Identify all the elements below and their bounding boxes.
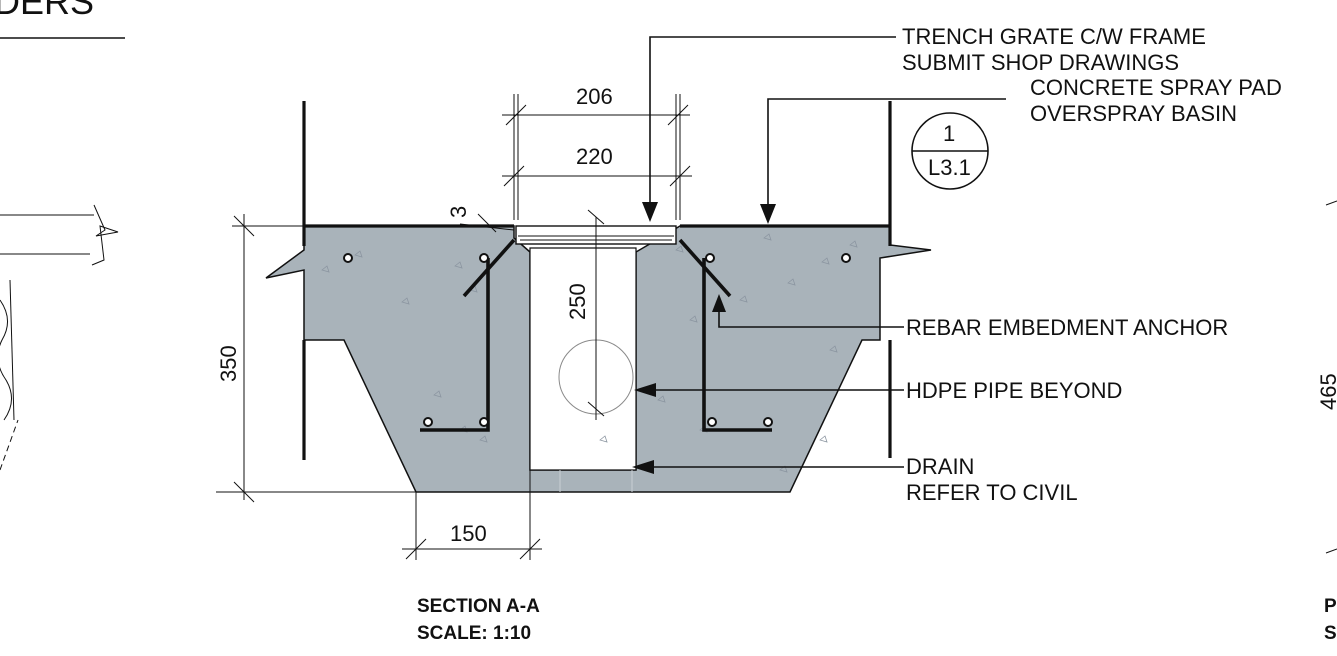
partial-right-title-line2: S xyxy=(1324,623,1337,644)
leader-trench-grate xyxy=(642,36,896,222)
dimension-150: 150 xyxy=(450,521,487,546)
detail-reference-bubble xyxy=(911,112,989,190)
partial-title-top-left: DERS xyxy=(0,0,94,22)
dimension-350: 350 xyxy=(216,345,241,382)
callout-spray-pad-line2: OVERSPRAY BASIN xyxy=(1030,101,1237,126)
callout-hdpe-pipe: HDPE PIPE BEYOND xyxy=(906,378,1122,403)
callout-trench-grate-line1: TRENCH GRATE C/W FRAME xyxy=(902,24,1206,49)
dimension-206: 206 xyxy=(576,84,613,109)
leader-drain xyxy=(632,460,904,474)
callout-trench-grate-line2: SUBMIT SHOP DRAWINGS xyxy=(902,50,1179,75)
dimension-250: 250 xyxy=(565,283,590,320)
rebar xyxy=(343,238,851,432)
dimension-220: 220 xyxy=(576,144,613,169)
leader-spray-pad xyxy=(760,98,1006,224)
partial-right-title-line1: P xyxy=(1324,596,1337,617)
detail-reference-sheet: L3.1 xyxy=(928,155,971,180)
callout-drain-line1: DRAIN xyxy=(906,454,974,479)
dimension-3: 3 xyxy=(446,206,471,218)
leader-hdpe-pipe xyxy=(634,383,904,397)
callout-spray-pad-line1: CONCRETE SPRAY PAD xyxy=(1030,75,1282,100)
dimension-465-partial: 465 xyxy=(1316,373,1337,410)
dimension-lines-top xyxy=(502,94,692,220)
leader-rebar-anchor xyxy=(712,294,904,328)
outline-walls xyxy=(302,101,892,460)
detail-reference-number: 1 xyxy=(943,121,955,146)
left-partial-detail xyxy=(0,204,119,471)
callout-rebar-anchor: REBAR EMBEDMENT ANCHOR xyxy=(906,315,1228,340)
section-title: SECTION A-A xyxy=(417,596,540,617)
right-partial-detail xyxy=(1325,200,1337,554)
dimension-lines-bottom xyxy=(402,420,542,560)
dimension-lines-left xyxy=(216,214,416,503)
section-scale: SCALE: 1:10 xyxy=(417,623,531,644)
callout-drain-line2: REFER TO CIVIL xyxy=(906,480,1078,505)
